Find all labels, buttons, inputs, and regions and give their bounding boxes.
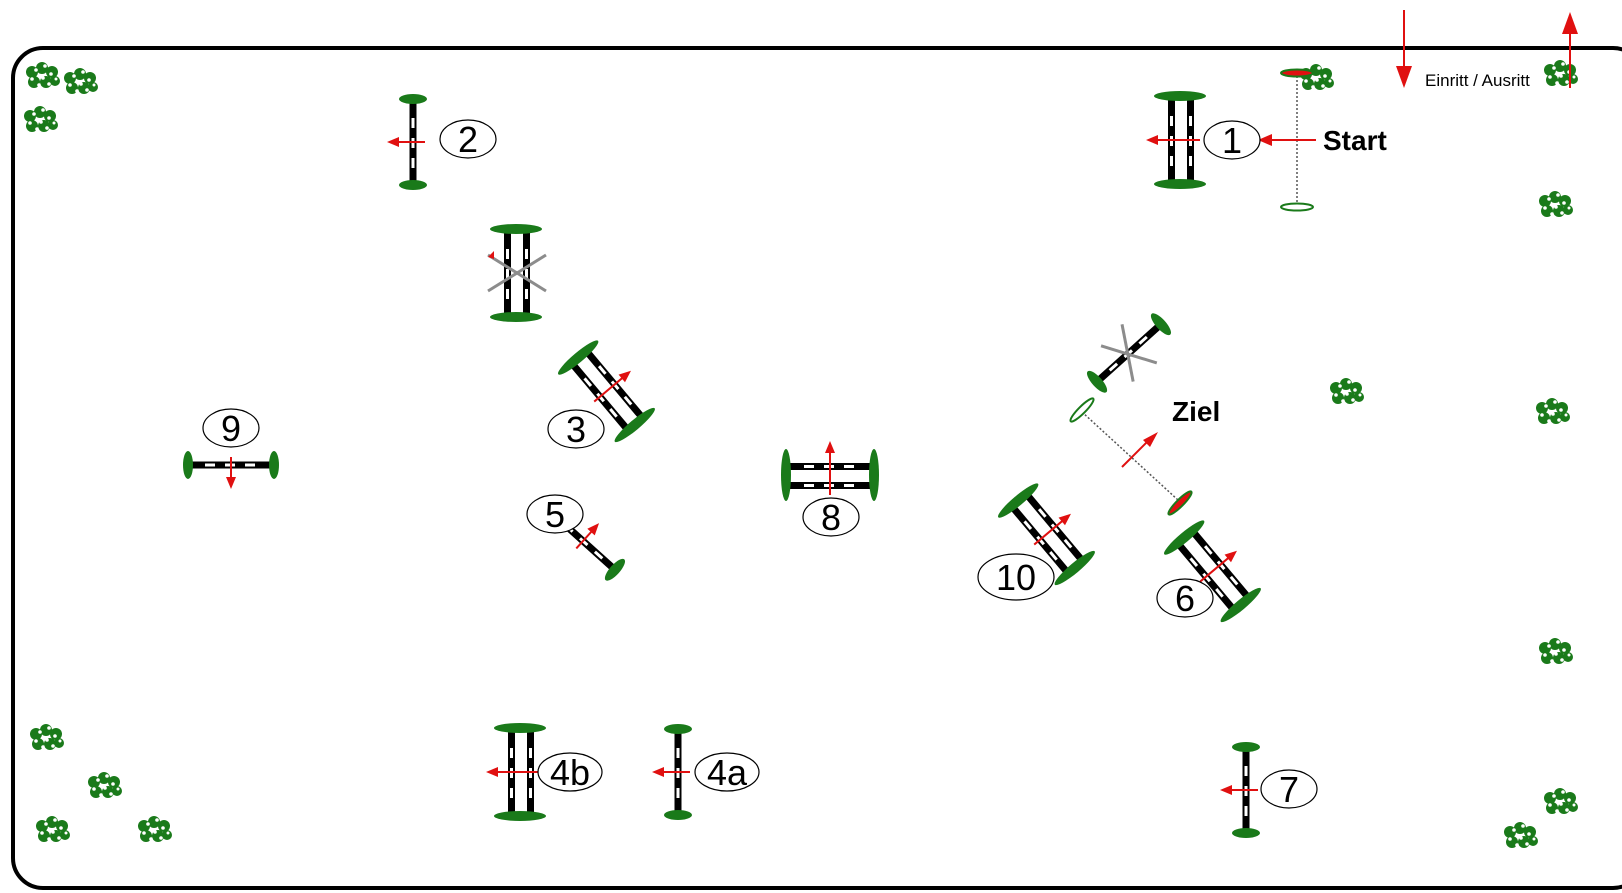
arena-border <box>11 46 1622 890</box>
jump-4b-number-badge <box>537 752 603 792</box>
finish-label: Ziel <box>1172 396 1220 427</box>
jump-5-number-badge <box>526 494 584 534</box>
jump-9-number: 9 <box>221 408 241 449</box>
jump-3-fence <box>558 340 655 443</box>
jump-4b: 4b <box>486 723 603 821</box>
jump-5-number: 5 <box>545 494 565 535</box>
bush-decorations <box>24 60 1578 848</box>
jump-10-number: 10 <box>996 557 1036 598</box>
jump-9-fence <box>183 451 279 489</box>
crossed-out-oxer-left <box>487 224 547 322</box>
entrance-label: Einritt / Ausritt <box>1425 71 1530 90</box>
jump-6-number-badge <box>1156 578 1214 618</box>
jump-7-fence <box>1220 742 1260 838</box>
jump-1-number: 1 <box>1222 120 1242 161</box>
jump-2-number: 2 <box>458 119 478 160</box>
jump-8-fence <box>781 441 879 501</box>
jump-10-number-badge <box>977 553 1055 601</box>
jump-2-number-badge <box>439 119 497 159</box>
jump-10-fence <box>998 483 1095 586</box>
jump-4b-number: 4b <box>550 752 590 793</box>
jump-4b-fence <box>486 723 546 821</box>
jump-3-number: 3 <box>566 409 586 450</box>
jump-6-fence <box>1164 520 1261 623</box>
jump-6-number: 6 <box>1175 578 1195 619</box>
jump-5: 5 <box>526 494 626 581</box>
jump-8: 8 <box>781 441 879 538</box>
jump-3: 3 <box>547 340 655 450</box>
jump-4a-number: 4a <box>707 752 748 793</box>
jump-7: 7 <box>1220 742 1318 838</box>
jump-10: 10 <box>977 483 1095 601</box>
jump-9: 9 <box>183 408 279 489</box>
jump-6: 6 <box>1156 520 1261 623</box>
jump-8-number: 8 <box>821 497 841 538</box>
jump-7-number: 7 <box>1279 769 1299 810</box>
jump-4a-number-badge <box>694 752 760 792</box>
entrance-marker: Einritt / Ausritt <box>1396 10 1578 90</box>
jump-2: 2 <box>387 94 497 190</box>
start-line: Start <box>1258 68 1387 212</box>
start-label: Start <box>1323 125 1387 156</box>
jump-1-number-badge <box>1203 120 1261 160</box>
jump-8-number-badge <box>802 497 860 537</box>
jump-2-fence <box>387 94 427 190</box>
jump-4a-fence <box>652 724 692 820</box>
jump-1: 1 <box>1146 91 1261 189</box>
jump-1-fence <box>1146 91 1206 189</box>
jump-3-number-badge <box>547 409 605 449</box>
jump-7-number-badge <box>1260 769 1318 809</box>
jump-9-number-badge <box>202 408 260 448</box>
jump-4a: 4a <box>652 724 760 820</box>
finish-line: Ziel <box>1069 396 1220 516</box>
crossed-out-vertical-right <box>1086 313 1172 393</box>
